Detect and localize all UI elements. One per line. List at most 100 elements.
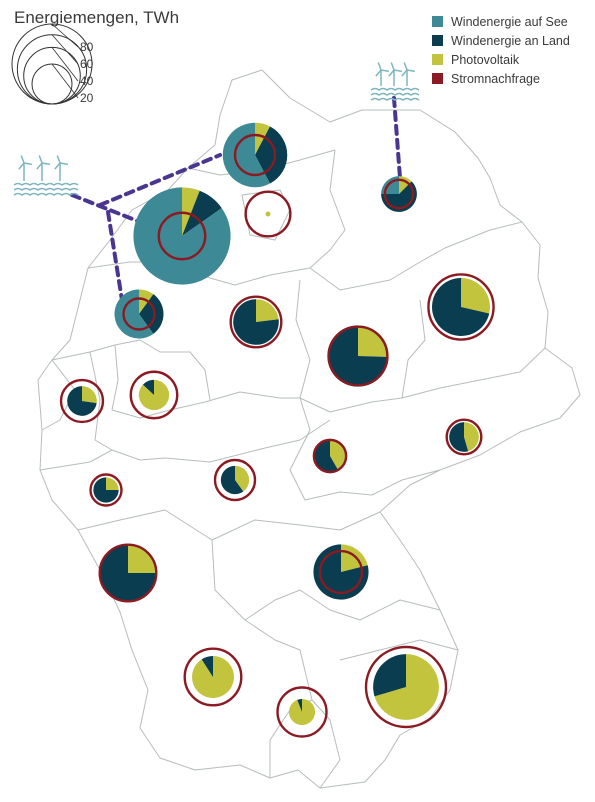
region-pie [427, 273, 495, 341]
pie-slice [220, 465, 244, 495]
scale-label: 60 [80, 57, 94, 71]
turbine-blade [56, 155, 61, 164]
border-sn [401, 347, 546, 399]
turbine-blade [18, 162, 25, 170]
demand-circle [213, 458, 257, 502]
border-south3 [339, 639, 459, 661]
demand-circle [383, 178, 415, 210]
pie-slice [82, 386, 97, 404]
turbine-blade [20, 155, 25, 164]
wave-line [370, 92, 420, 96]
pie-slice [93, 477, 119, 503]
turbine-blade [390, 62, 395, 71]
demand-circle [59, 378, 105, 424]
regional-energy-pies [59, 122, 495, 738]
legend: Windenergie auf See Windenergie an Land … [432, 12, 570, 88]
pie-slice [128, 544, 157, 573]
demand-circle [98, 543, 158, 603]
pie-slice [67, 386, 97, 416]
wind-turbine-icon [370, 62, 420, 101]
turbine-blade [380, 69, 390, 73]
region-pie [213, 458, 257, 502]
pie-slice [255, 122, 270, 155]
border-bw [77, 509, 301, 651]
demand-circle [129, 370, 179, 420]
region-pie [98, 543, 158, 603]
demand-circle [122, 297, 156, 331]
turbine-blade [54, 162, 61, 170]
region-pie [133, 187, 231, 285]
pie-slice [99, 544, 157, 602]
border-by [211, 511, 381, 541]
legend-item: Photovoltaik [432, 50, 570, 69]
border-st [295, 279, 426, 413]
legend-label: Stromnachfrage [451, 71, 540, 86]
turbine-blade [393, 69, 403, 73]
scale-leader [51, 34, 79, 65]
wave-line [13, 187, 79, 191]
region-pie [183, 647, 243, 707]
pie-slice [373, 654, 406, 697]
demand-circle [183, 647, 243, 707]
region-pie [327, 325, 389, 387]
demand-circle [312, 438, 348, 474]
demand-circle [233, 133, 277, 177]
region-pie [381, 176, 417, 212]
pie-slice [256, 299, 279, 322]
scale-circle [31, 63, 73, 105]
pie-slice [297, 698, 302, 712]
scale-leader [51, 23, 79, 48]
border-mv [309, 149, 346, 269]
legend-label: Windenergie an Land [451, 33, 570, 48]
region-pie [222, 122, 288, 188]
pie-slice [461, 278, 490, 314]
scale-label: 40 [80, 74, 94, 88]
demand-circle [276, 686, 328, 738]
border-by2 [244, 589, 441, 621]
turbine-blade [377, 62, 382, 71]
turbine-blade [41, 162, 51, 166]
region-pie [129, 370, 179, 420]
legend-item: Windenergie auf See [432, 12, 570, 31]
region-pie [313, 544, 369, 600]
turbine-blade [388, 69, 395, 77]
region-pie [244, 190, 292, 238]
pie-slice [288, 698, 316, 726]
pie-slice [114, 289, 154, 339]
turbine-blade [23, 162, 33, 166]
pie-slice [138, 379, 170, 411]
pie-slice [432, 278, 490, 336]
border-bb [309, 221, 523, 291]
pie-slice [142, 379, 154, 395]
region-pie [445, 418, 483, 456]
scale-label: 20 [80, 91, 94, 105]
pie-slice [374, 654, 439, 720]
turbine-blade [401, 69, 408, 77]
cable-north-sea-2 [98, 153, 222, 207]
demand-circle [445, 418, 483, 456]
pie-slice [449, 422, 469, 452]
cable-north-sea-3 [106, 210, 124, 302]
legend-item: Stromnachfrage [432, 69, 570, 88]
pie-slice [222, 122, 270, 188]
pie-slice [182, 190, 222, 236]
pie-slice [139, 294, 164, 334]
turbine-blade [375, 69, 382, 77]
pie-slice [314, 440, 338, 472]
region-pie [59, 378, 105, 424]
region-pie [276, 686, 328, 738]
turbine-blade [38, 155, 43, 164]
pie-slice [255, 126, 288, 184]
region-pie [364, 645, 448, 729]
pie-slice [313, 544, 369, 600]
wave-line [370, 97, 420, 101]
region-pie [312, 438, 348, 474]
pie-slice [133, 187, 231, 285]
pie-slice [330, 440, 346, 470]
wind-turbine-icon [13, 155, 79, 196]
legend-swatch [432, 73, 443, 84]
map-title: Energiemengen, TWh [14, 8, 180, 27]
turbine-blade [36, 162, 43, 170]
border-rp [89, 351, 113, 451]
